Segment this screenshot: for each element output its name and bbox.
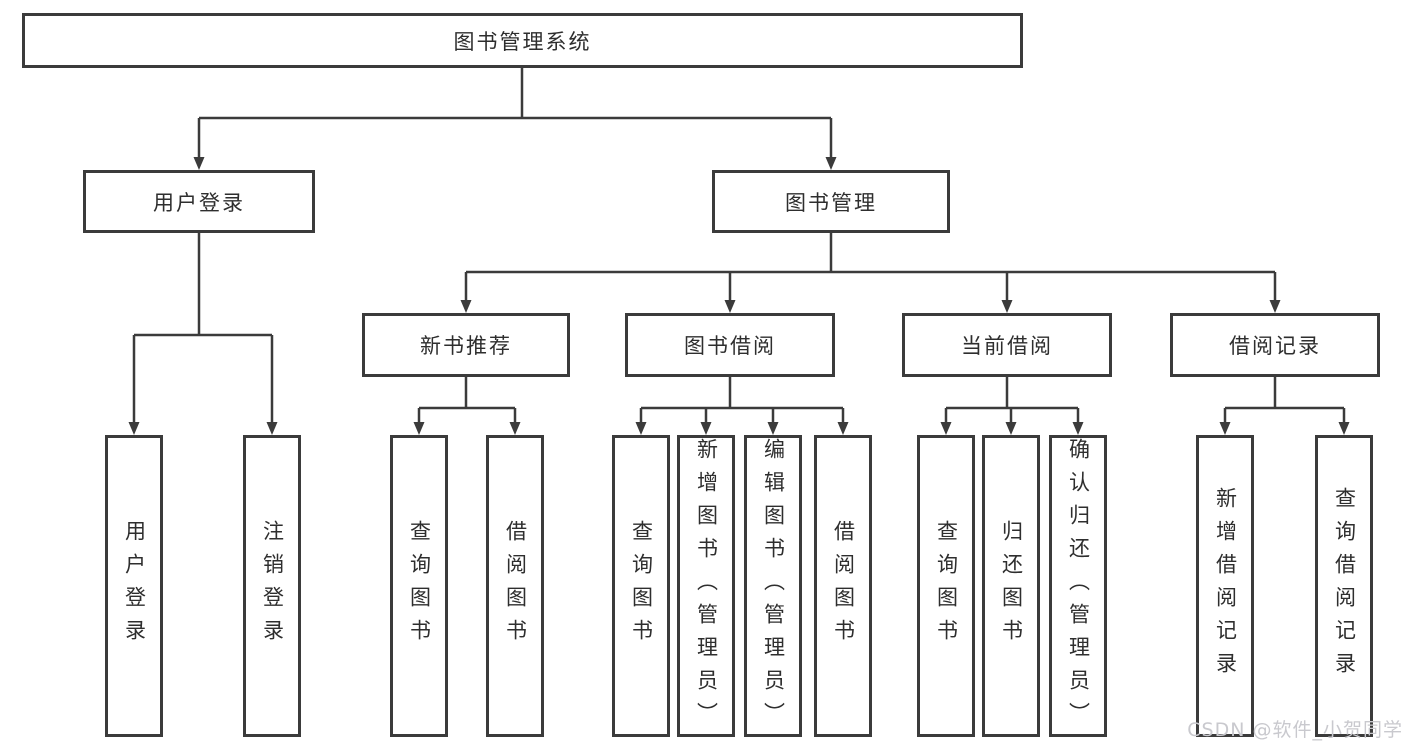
- leaf-return-book: 归还图书: [982, 435, 1040, 737]
- node-book-management: 图书管理: [712, 170, 950, 233]
- node-user-login: 用户登录: [83, 170, 315, 233]
- node-current-borrowing: 当前借阅: [902, 313, 1112, 377]
- leaf-query-books-borrowing: 查询图书: [612, 435, 670, 737]
- leaf-query-borrowing-record: 查询借阅记录: [1315, 435, 1373, 737]
- node-book-borrowing: 图书借阅: [625, 313, 835, 377]
- csdn-watermark: CSDN @软件_小贺同学: [1187, 719, 1403, 741]
- leaf-borrow-books-borrowing: 借阅图书: [814, 435, 872, 737]
- leaf-query-books-current: 查询图书: [917, 435, 975, 737]
- leaf-add-borrowing-record: 新增借阅记录: [1196, 435, 1254, 737]
- leaf-logout: 注销登录: [243, 435, 301, 737]
- node-new-book-recommendation: 新书推荐: [362, 313, 570, 377]
- leaf-add-book-admin: 新增图书（管理员）: [677, 435, 735, 737]
- leaf-edit-book-admin: 编辑图书（管理员）: [744, 435, 802, 737]
- leaf-user-login: 用户登录: [105, 435, 163, 737]
- node-borrowing-records: 借阅记录: [1170, 313, 1380, 377]
- leaf-confirm-return-admin: 确认归还（管理员）: [1049, 435, 1107, 737]
- leaf-query-books-recommend: 查询图书: [390, 435, 448, 737]
- node-library-management-system: 图书管理系统: [22, 13, 1023, 68]
- leaf-borrow-books-recommend: 借阅图书: [486, 435, 544, 737]
